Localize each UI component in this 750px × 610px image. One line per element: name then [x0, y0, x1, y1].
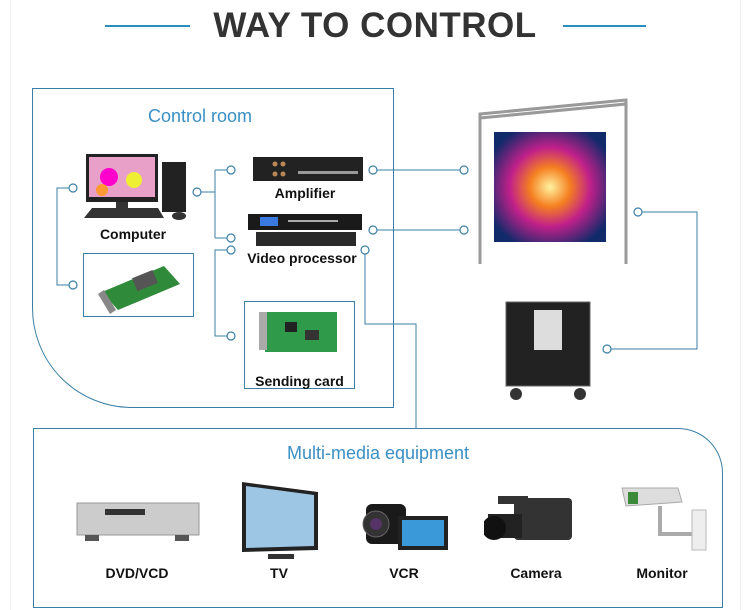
page-title: WAY TO CONTROL — [213, 6, 537, 45]
flight-case-icon — [505, 301, 591, 400]
title-rule-right — [563, 25, 646, 27]
control-room-panel — [32, 88, 394, 408]
sending-card-box: Sending card — [244, 301, 355, 389]
video-processor-label: Video processor — [247, 250, 357, 266]
surveillance-camera-icon — [621, 487, 707, 551]
multimedia-panel — [33, 428, 723, 608]
amplifier-icon — [253, 157, 363, 181]
dvd-player-icon — [76, 502, 200, 541]
multimedia-item-monitor: Monitor — [636, 565, 688, 581]
multimedia-heading: Multi-media equipment — [286, 443, 470, 463]
title-rule-left — [105, 25, 190, 27]
control-room-heading: Control room — [147, 106, 253, 126]
led-screen-icon — [478, 98, 628, 264]
multimedia-item-tv: TV — [270, 565, 288, 581]
video-processor-icon — [248, 214, 362, 246]
sending-card-label: Sending card — [255, 373, 344, 389]
multimedia-item-camera: Camera — [510, 565, 562, 581]
graphics-card-box — [83, 253, 194, 317]
sending-card-icon — [259, 312, 337, 352]
multimedia-item-dvd-vcd: DVD/VCD — [105, 565, 169, 581]
amplifier-label: Amplifier — [274, 185, 336, 201]
page-edge-left — [10, 0, 11, 610]
camera-icon — [484, 496, 572, 540]
computer-label: Computer — [99, 226, 167, 242]
computer-icon — [84, 154, 186, 220]
tv-icon — [242, 482, 318, 559]
graphics-card-icon — [98, 266, 180, 314]
page-edge-right — [740, 0, 741, 610]
multimedia-item-vcr: VCR — [389, 565, 419, 581]
vcr-camcorder-icon — [362, 504, 448, 550]
